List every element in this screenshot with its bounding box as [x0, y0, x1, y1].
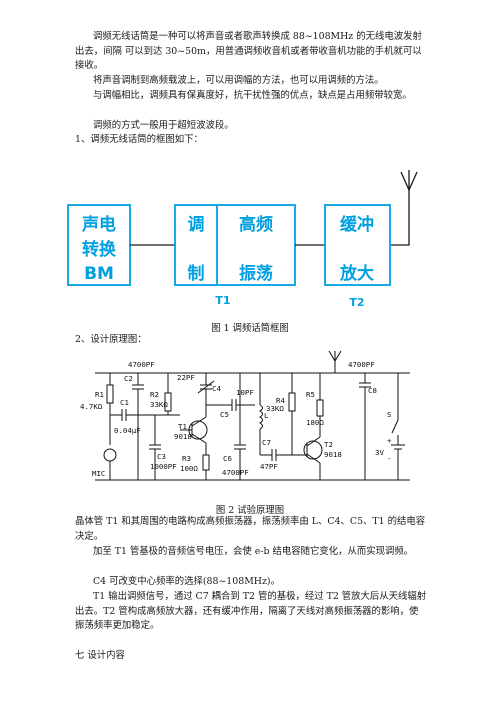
comparison-paragraph: 与调幅相比，调频具有保真度好，抗干扰性强的优点，缺点是占用频带较宽。: [93, 90, 412, 101]
svg-text:R2: R2: [150, 390, 159, 399]
intro-paragraph: 调频无线话筒是一种可以将声音或者歌声转换成 88~108MHz 的无线电波发射出…: [75, 31, 422, 71]
svg-text:22PF: 22PF: [177, 373, 195, 382]
svg-text:180Ω: 180Ω: [306, 418, 324, 427]
output-paragraph: T1 输出调频信号，通过 C7 耦合到 T2 管的基极，经过 T2 管放大后从天…: [75, 591, 427, 631]
figure-2-caption: 图 2 试验原理图: [215, 505, 285, 516]
svg-text:调: 调: [188, 215, 205, 235]
t2-label: T2: [349, 296, 364, 309]
block-diagram: 声电 转换 BM 调 制 高频 振荡 T1 缓冲 放大 T2: [67, 170, 418, 309]
svg-text:3V: 3V: [375, 448, 384, 457]
svg-text:47PF: 47PF: [260, 462, 278, 471]
svg-text:C2: C2: [124, 374, 133, 383]
svg-text:振荡: 振荡: [239, 263, 273, 284]
svg-text:33KΩ: 33KΩ: [150, 400, 168, 409]
svg-text:R4: R4: [276, 396, 285, 405]
svg-text:缓冲: 缓冲: [340, 214, 374, 235]
t1-label: T1: [215, 294, 230, 307]
svg-text:4700PF: 4700PF: [128, 360, 155, 369]
svg-text:S: S: [387, 410, 391, 419]
svg-text:4700PF: 4700PF: [348, 360, 375, 369]
svg-text:BM: BM: [84, 264, 114, 284]
modulation-detail-paragraph: 加至 T1 管基极的音频信号电压，会使 e-b 结电容随它变化，从而实现调频。: [93, 546, 414, 557]
circuit-schematic: 4700PF C2 R1 4.7KΩ C1 0.04μF MIC C3 1000…: [80, 350, 410, 481]
block-mic-conversion: 声电 转换 BM: [67, 204, 131, 286]
svg-text:4700PF: 4700PF: [222, 468, 249, 477]
block-modulation-oscillator: 调 制 高频 振荡: [174, 204, 296, 286]
svg-text:放大: 放大: [339, 263, 374, 284]
svg-text:C6: C6: [223, 454, 232, 463]
svg-text:9018: 9018: [174, 432, 192, 441]
svg-text:4.7KΩ: 4.7KΩ: [80, 402, 103, 411]
svg-text:R5: R5: [306, 390, 315, 399]
svg-text:高频: 高频: [239, 214, 273, 235]
svg-text:R1: R1: [95, 390, 104, 399]
svg-text:制: 制: [188, 263, 205, 284]
svg-text:T2: T2: [324, 440, 333, 449]
svg-text:C1: C1: [120, 398, 129, 407]
svg-text:MIC: MIC: [92, 469, 105, 478]
band-paragraph: 调频的方式一般用于超短波波段。: [93, 120, 234, 131]
svg-text:-: -: [387, 454, 391, 463]
svg-text:1000PF: 1000PF: [150, 462, 177, 471]
svg-text:C3: C3: [157, 452, 166, 461]
modulation-paragraph: 将声音调制到高频载波上，可以用调幅的方法，也可以用调频的方法。: [93, 75, 384, 86]
svg-text:L: L: [264, 411, 269, 420]
svg-text:+: +: [387, 436, 392, 445]
section-1-heading: 1、调频无线话筒的框图如下：: [75, 134, 203, 145]
block-buffer-amplifier: 缓冲 放大: [324, 204, 391, 286]
svg-text:转换: 转换: [82, 239, 117, 260]
svg-text:C7: C7: [262, 438, 271, 447]
svg-text:C4: C4: [212, 384, 221, 393]
svg-text:C8: C8: [368, 386, 377, 395]
svg-text:R3: R3: [182, 454, 191, 463]
oscillator-paragraph: 晶体管 T1 和其周围的电路构成高频振荡器，振荡频率由 L、C4、C5、T1 的…: [75, 516, 426, 542]
svg-text:9018: 9018: [324, 450, 342, 459]
svg-text:T1: T1: [178, 422, 187, 431]
figure-1-caption: 图 1 调频话筒框图: [211, 323, 289, 334]
center-frequency-paragraph: C4 可改变中心频率的选择(88~108MHz)。: [93, 576, 280, 587]
svg-text:0.04μF: 0.04μF: [114, 426, 141, 435]
svg-text:100Ω: 100Ω: [180, 464, 198, 473]
section-7-heading: 七 设计内容: [75, 650, 125, 661]
svg-text:声电: 声电: [81, 214, 116, 235]
svg-text:10PF: 10PF: [236, 388, 254, 397]
svg-text:33KΩ: 33KΩ: [266, 404, 284, 413]
section-2-heading: 2、设计原理图：: [75, 334, 147, 345]
svg-text:C5: C5: [220, 410, 229, 419]
